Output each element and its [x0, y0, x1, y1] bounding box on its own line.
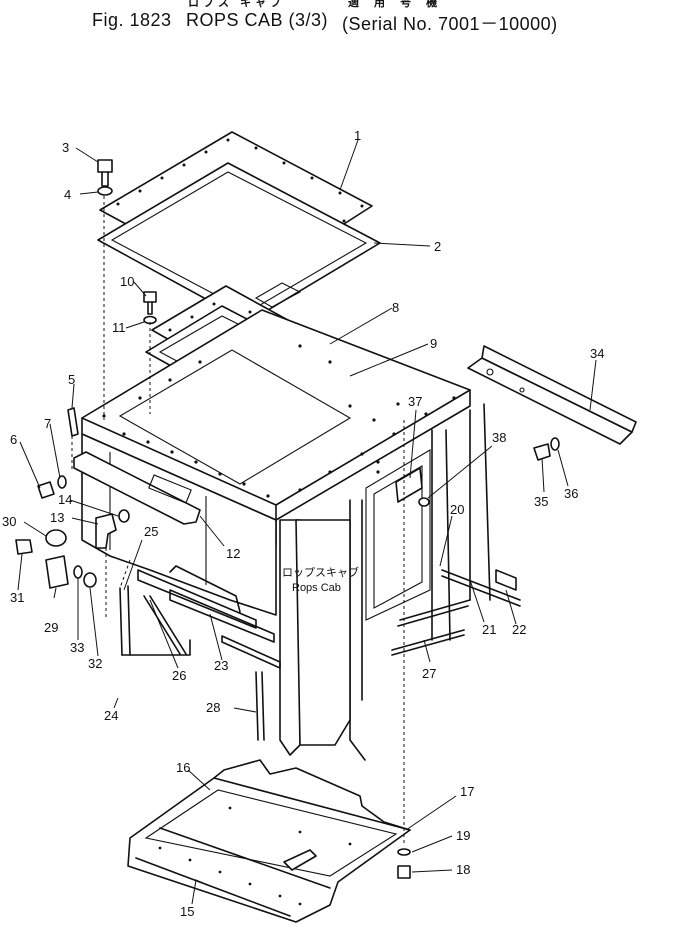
figure-title: ROPS CAB (3/3) — [186, 10, 329, 30]
leader-lines — [17, 139, 597, 905]
callout-21: 21 — [482, 622, 496, 637]
side-trim-pieces — [119, 565, 281, 741]
callout-19: 19 — [456, 828, 470, 843]
part-callouts: 1 2 3 4 5 6 7 8 9 10 11 12 13 14 15 16 1… — [2, 128, 604, 919]
callout-13: 13 — [50, 510, 64, 525]
callout-20: 20 — [450, 502, 464, 517]
callout-33: 33 — [70, 640, 84, 655]
title-japanese: ロプス キャブ — [188, 0, 286, 9]
callout-4: 4 — [64, 187, 71, 202]
side-rails — [391, 569, 521, 656]
callout-10: 10 — [120, 274, 134, 289]
callout-2: 2 — [434, 239, 441, 254]
callout-24: 24 — [104, 708, 118, 723]
callout-12: 12 — [226, 546, 240, 561]
callout-7: 7 — [44, 416, 51, 431]
callout-14: 14 — [58, 492, 72, 507]
rops-cab-label-jp: ロップスキャブ — [282, 565, 359, 579]
rops-cab-label: Rops Cab — [292, 582, 341, 594]
callout-11: 11 — [112, 320, 126, 335]
callout-1: 1 — [354, 128, 361, 143]
callout-36: 36 — [564, 486, 578, 501]
callout-37: 37 — [408, 394, 422, 409]
callout-30: 30 — [2, 514, 16, 529]
floor-plate — [127, 759, 411, 923]
callout-3: 3 — [62, 140, 69, 155]
callout-17: 17 — [460, 784, 474, 799]
callout-29: 29 — [44, 620, 58, 635]
callout-32: 32 — [88, 656, 102, 671]
callout-5: 5 — [68, 372, 75, 387]
callout-27: 27 — [422, 666, 436, 681]
callout-16: 16 — [176, 760, 190, 775]
callout-26: 26 — [172, 668, 186, 683]
callout-31: 31 — [10, 590, 24, 605]
callout-18: 18 — [456, 862, 470, 877]
callout-35: 35 — [534, 494, 548, 509]
callout-38: 38 — [492, 430, 506, 445]
callout-9: 9 — [430, 336, 437, 351]
front-cover-plate — [73, 451, 201, 525]
callout-34: 34 — [590, 346, 604, 361]
serial-japanese: 適 用 号 機 — [348, 0, 444, 9]
callout-23: 23 — [214, 658, 228, 673]
callout-6: 6 — [10, 432, 17, 447]
callout-25: 25 — [144, 524, 158, 539]
assembly-centerlines — [71, 196, 405, 846]
callout-15: 15 — [180, 904, 194, 919]
callout-8: 8 — [392, 300, 399, 315]
callout-22: 22 — [512, 622, 526, 637]
serial-range: (Serial No. 7001－10000) — [342, 14, 558, 34]
rear-bracket — [467, 345, 637, 445]
figure-number: Fig. 1823 — [92, 10, 172, 30]
callout-28: 28 — [206, 700, 220, 715]
